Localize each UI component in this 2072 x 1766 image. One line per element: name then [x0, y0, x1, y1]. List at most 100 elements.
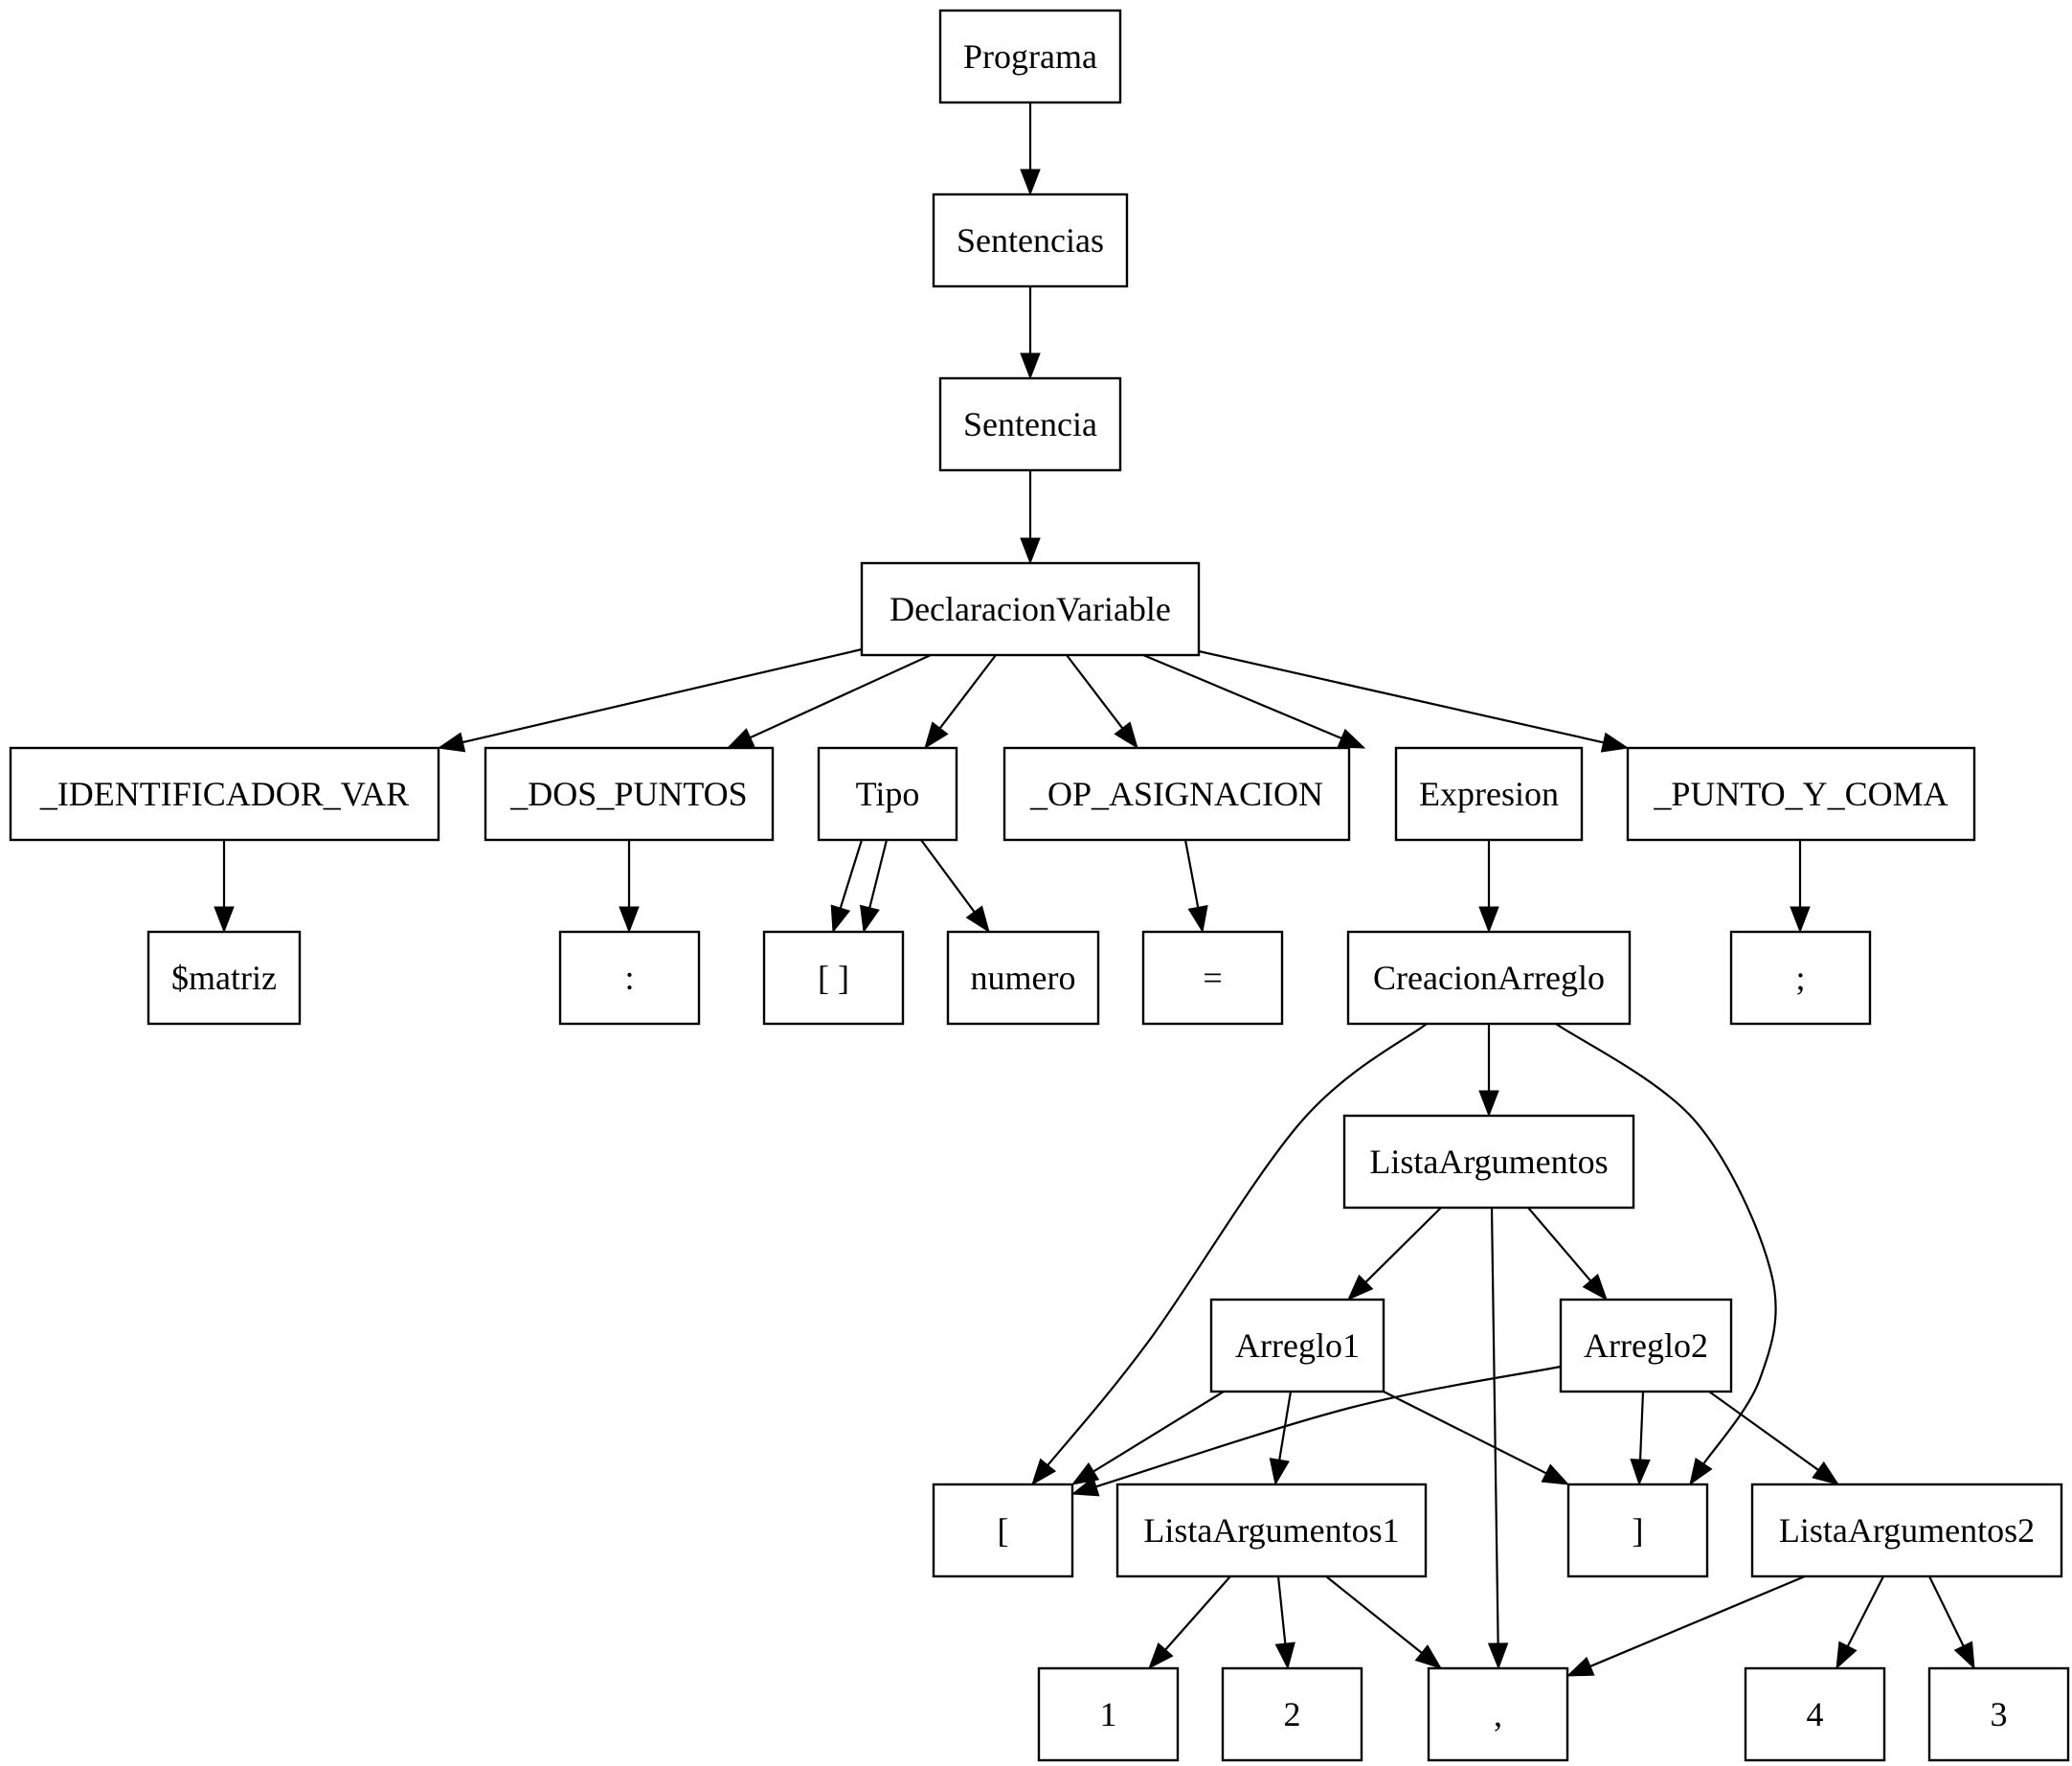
node-box: [1346, 930, 1632, 1026]
node-box: [762, 930, 905, 1026]
arrowhead: [1020, 352, 1041, 380]
node-box: [938, 376, 1122, 472]
arrowhead: [1347, 1274, 1374, 1301]
node-label: _PUNTO_Y_COMA: [1653, 775, 1948, 813]
node-arreglo1: Arreglo1: [1209, 1298, 1385, 1393]
node-punto-y-coma: _PUNTO_Y_COMA: [1626, 746, 1976, 842]
node-label: Sentencias: [957, 221, 1104, 260]
edge-tipo-to-brackets: [860, 839, 889, 934]
node-one: 1: [1037, 1666, 1180, 1762]
edge-identificador-to-matriz: [214, 840, 235, 934]
node-sentencia: Sentencia: [938, 376, 1122, 472]
arrowhead: [1953, 1641, 1975, 1670]
node-label: [ ]: [818, 959, 849, 997]
edge-line: [1066, 654, 1124, 729]
node-expresion: Expresion: [1394, 746, 1584, 842]
node-label: Expresion: [1419, 775, 1559, 813]
node-label: _OP_ASIGNACION: [1029, 775, 1323, 813]
arrowhead: [1478, 906, 1499, 934]
edge-line: [1846, 1575, 1884, 1647]
node-label: Programa: [963, 37, 1097, 76]
node-label: _IDENTIFICADOR_VAR: [39, 775, 409, 813]
edge-op_asignacion-to-equals: [1183, 839, 1208, 934]
edge-lista2-to-comma: [1565, 1574, 1806, 1677]
node-label: [: [998, 1511, 1009, 1550]
node-label: numero: [971, 959, 1076, 997]
edge-line: [1383, 1391, 1547, 1475]
edge-line: [1183, 839, 1200, 908]
node-matriz: $matriz: [146, 930, 302, 1026]
arrowhead: [1414, 1644, 1443, 1669]
node-label: =: [1203, 959, 1222, 997]
edge-line: [1490, 1207, 1499, 1644]
edge-line: [1047, 1023, 1428, 1466]
node-arreglo2: Arreglo2: [1559, 1298, 1733, 1393]
arrowhead: [1031, 1458, 1057, 1486]
arrowhead: [1020, 537, 1041, 565]
node-box: [1141, 930, 1284, 1026]
edge-line: [938, 654, 997, 729]
node-colon: :: [558, 930, 701, 1026]
node-box: [817, 746, 958, 842]
edge-lista2-to-three: [1928, 1575, 1975, 1670]
edge-line: [839, 839, 864, 909]
edge-creacion-to-rbracket: [1555, 1023, 1777, 1486]
node-box: [860, 561, 1201, 657]
node-equals: =: [1141, 930, 1284, 1026]
node-label: ListaArgumentos2: [1779, 1511, 2035, 1550]
edge-line: [1638, 1391, 1645, 1460]
node-box: [1729, 930, 1872, 1026]
edge-arreglo1-to-rbracket: [1383, 1391, 1570, 1485]
edge-declaracion-to-op_asignacion: [1066, 654, 1138, 750]
node-label: ListaArgumentos: [1369, 1143, 1608, 1181]
node-semicolon: ;: [1729, 930, 1872, 1026]
edge-line: [1276, 1575, 1287, 1644]
edge-line: [1092, 1391, 1225, 1473]
arrowhead: [1565, 1656, 1595, 1677]
arrowhead: [1600, 732, 1630, 753]
node-box: [1744, 1666, 1886, 1762]
node-box: [1342, 1114, 1635, 1210]
edge-tipo-to-brackets: [830, 839, 864, 934]
node-box: [1394, 746, 1584, 842]
node-rbracket: ]: [1566, 1483, 1709, 1578]
edge-lista1-to-comma: [1325, 1575, 1443, 1669]
edge-lista2-to-four: [1836, 1575, 1884, 1670]
node-label: _DOS_PUNTOS: [509, 775, 747, 813]
edge-declaracion-to-expresion: [1142, 653, 1366, 749]
node-label: DeclaracionVariable: [890, 590, 1171, 628]
arrowhead: [1187, 904, 1208, 934]
node-three: 3: [1927, 1666, 2070, 1762]
edge-lista-to-arreglo1: [1347, 1207, 1442, 1301]
node-box: [1927, 1666, 2070, 1762]
node-lista1: ListaArgumentos1: [1115, 1483, 1428, 1578]
node-box: [1115, 1483, 1428, 1578]
edge-line: [1095, 1365, 1562, 1488]
node-box: [932, 192, 1129, 288]
node-label: ListaArgumentos1: [1143, 1511, 1399, 1550]
arrowhead: [1790, 906, 1811, 934]
node-lbracket: [: [932, 1483, 1074, 1578]
edge-line: [868, 839, 889, 909]
node-label: 4: [1807, 1695, 1824, 1733]
node-sentencias: Sentencias: [932, 192, 1129, 288]
node-label: ,: [1494, 1695, 1502, 1733]
node-box: [946, 930, 1100, 1026]
edge-line: [1364, 1207, 1442, 1283]
arrowhead: [1630, 1459, 1651, 1486]
node-box: [1626, 746, 1976, 842]
node-label: 3: [1991, 1695, 2008, 1733]
node-programa: Programa: [938, 9, 1122, 104]
edge-creacion-to-lista: [1478, 1024, 1499, 1118]
node-box: [558, 930, 701, 1026]
node-tipo: Tipo: [817, 746, 958, 842]
node-lista: ListaArgumentos: [1342, 1114, 1635, 1210]
arrowhead: [1148, 1642, 1174, 1670]
arrowhead: [619, 906, 640, 934]
arrowhead: [965, 905, 990, 934]
arrowhead: [726, 728, 755, 749]
edge-arreglo2-to-rbracket: [1630, 1391, 1651, 1486]
node-box: [932, 1483, 1074, 1578]
node-four: 4: [1744, 1666, 1886, 1762]
node-box: [1002, 746, 1351, 842]
